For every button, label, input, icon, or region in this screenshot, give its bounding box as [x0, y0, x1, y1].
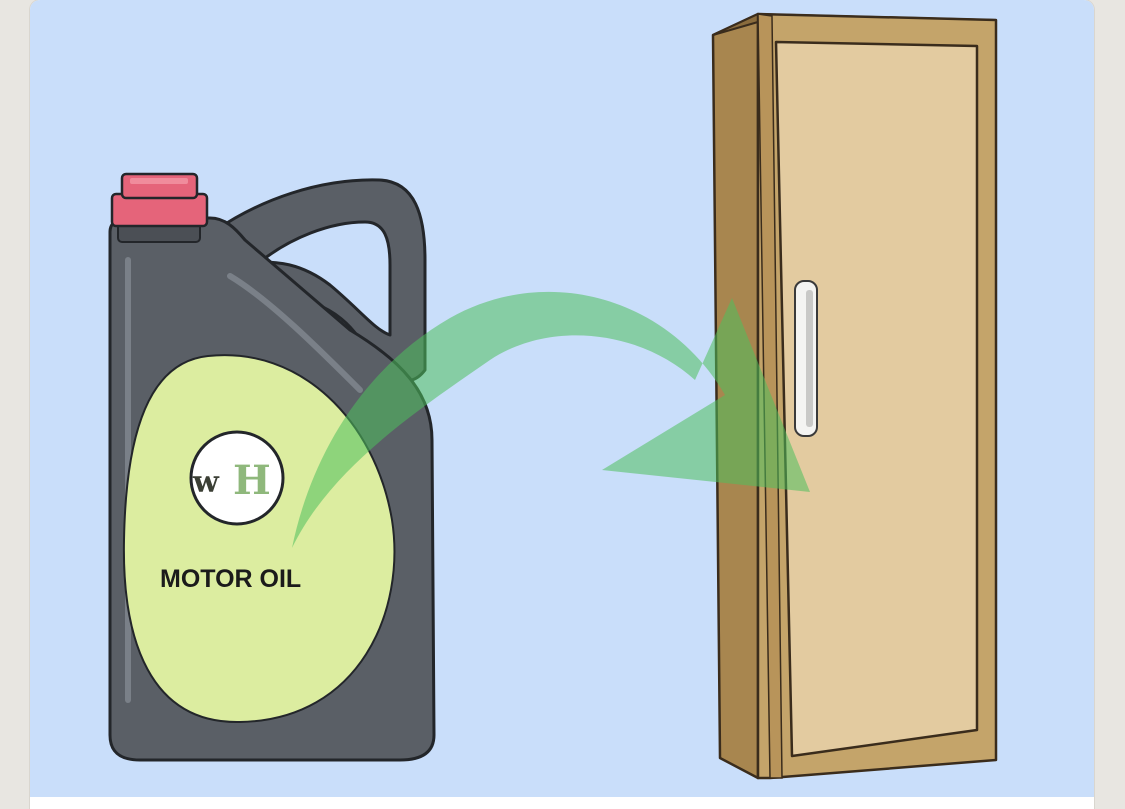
caption-strip: [30, 797, 1094, 809]
motor-oil-jug-icon: w H MOTOR OIL: [108, 172, 436, 762]
image-card: w H MOTOR OIL: [30, 0, 1094, 809]
wikihow-logo-icon: w H: [189, 430, 285, 526]
logo-h-letter: H: [233, 457, 271, 504]
arrow-icon: [292, 291, 810, 548]
cabinet-handle-shade: [806, 290, 813, 427]
jug-shoulder-highlight: [227, 273, 363, 393]
cabinet-door: [774, 40, 979, 758]
jug-handle-hole: [258, 220, 392, 337]
jug-label-text: MOTOR OIL: [160, 565, 301, 593]
logo-w-letter: w: [192, 465, 220, 500]
jug-cap: [110, 172, 209, 228]
storage-illustration: w H MOTOR OIL: [30, 0, 1094, 797]
